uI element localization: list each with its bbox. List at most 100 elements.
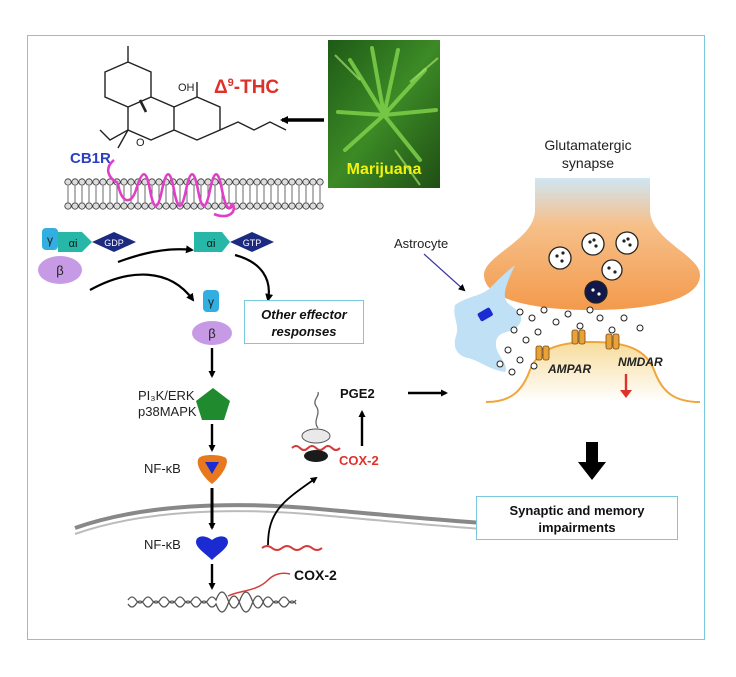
lipid-head — [239, 178, 247, 186]
astrocyte-pointer — [423, 253, 466, 292]
lipid-head — [239, 202, 247, 210]
lipid-head — [295, 178, 303, 186]
ribosome — [291, 391, 341, 462]
synapse-title-line2: synapse — [562, 155, 614, 171]
lipid-head — [127, 178, 135, 186]
beta-subunit-2 — [192, 321, 232, 345]
cox2-mrna-strand — [261, 545, 323, 551]
effector-line-1: Other effector — [261, 307, 347, 322]
outcome-arrow — [578, 442, 606, 480]
lipid-head — [267, 178, 275, 186]
lipid-head — [71, 202, 79, 210]
lipid-head — [155, 178, 163, 186]
lipid-head — [302, 202, 310, 210]
gamma-label: γ — [47, 233, 53, 247]
lipid-head — [106, 202, 114, 210]
lipid-head — [274, 178, 282, 186]
gamma-label-2: γ — [208, 295, 214, 309]
postsynaptic-spine — [485, 340, 701, 403]
alpha-label: αi — [69, 238, 78, 250]
kinase-pentagon — [196, 388, 230, 420]
thc-label: Δ9-THC — [214, 77, 279, 98]
lipid-head — [169, 202, 177, 210]
lipid-head — [190, 202, 198, 210]
effector-line-2: responses — [271, 324, 337, 339]
cox2-transcript — [227, 572, 291, 597]
lipid-head — [71, 178, 79, 186]
lipid-head — [288, 178, 296, 186]
lipid-head — [246, 178, 254, 186]
alpha-gtp-complex: αi GTP — [194, 232, 274, 252]
alpha-subunit — [58, 232, 92, 252]
lipid-head — [288, 202, 296, 210]
thc-delta-symbol: Δ — [214, 77, 228, 98]
lipid-head — [120, 202, 128, 210]
lipid-head — [218, 202, 226, 210]
lipid-head — [99, 202, 107, 210]
pge2-label: PGE2 — [340, 386, 375, 401]
lipid-head — [260, 178, 268, 186]
cb1r-receptor-helices — [106, 158, 235, 218]
lipid-head — [99, 178, 107, 186]
cb1r-label: CB1R — [70, 150, 111, 167]
lipid-head — [267, 202, 275, 210]
lipid-head — [295, 202, 303, 210]
lipid-head — [127, 202, 135, 210]
synaptic-vesicles — [548, 231, 639, 304]
lipid-head — [232, 178, 240, 186]
nmdar-receptor — [605, 333, 620, 350]
lipid-head — [85, 202, 93, 210]
lipid-head — [274, 202, 282, 210]
synapse-title-line1: Glutamatergic — [544, 137, 631, 153]
gamma-subunit — [42, 228, 58, 250]
lipid-head — [64, 178, 72, 186]
marijuana-label: Marijuana — [347, 161, 422, 178]
lipid-head — [106, 178, 114, 186]
thc-name: -THC — [234, 77, 280, 98]
lipid-head — [316, 202, 324, 210]
gdp-label: GDP — [104, 238, 124, 248]
synaptic-memory-impairments-box: Synaptic and memory impairments — [476, 496, 678, 540]
lipid-head — [197, 178, 205, 186]
alpha-gtp-label: αi — [207, 238, 216, 250]
lipid-head — [120, 178, 128, 186]
lipid-head — [92, 178, 100, 186]
lipid-head — [92, 202, 100, 210]
dissociation-arrow-alpha — [117, 245, 194, 264]
nfkb-nuclear-label: NF-κB — [144, 537, 181, 552]
beta-label-2: β — [208, 326, 215, 341]
thc-superscript: 9 — [228, 77, 234, 89]
cell-membrane — [64, 178, 324, 210]
lipid-head — [211, 202, 219, 210]
lipid-head — [253, 202, 261, 210]
dna-strand — [127, 591, 297, 609]
lipid-head — [281, 202, 289, 210]
lipid-head — [316, 178, 324, 186]
thc-structure — [99, 46, 287, 149]
lipid-head — [253, 178, 261, 186]
lipid-head — [260, 202, 268, 210]
oxygen-label: O — [136, 137, 145, 149]
beta-subunit — [38, 256, 82, 284]
lipid-head — [78, 202, 86, 210]
beta-gamma-complex: γ β — [192, 290, 232, 345]
gamma-subunit-2 — [203, 290, 219, 312]
nfkb-label: NF-κB — [144, 461, 181, 476]
astrocyte-label: Astrocyte — [394, 236, 448, 251]
lipid-head — [78, 178, 86, 186]
effector-arrow — [234, 253, 274, 302]
lipid-head — [113, 202, 121, 210]
ampar-label: AMPAR — [547, 362, 591, 376]
lipid-head — [64, 202, 72, 210]
gtp-label: GTP — [243, 238, 262, 248]
g-protein-heterotrimer: β γ αi GDP — [38, 228, 136, 284]
kinase-label-1: PI₃K/ERK — [138, 388, 195, 403]
lipid-head — [141, 202, 149, 210]
marijuana-photo: Marijuana — [328, 40, 440, 188]
dissociation-arrow-beta-gamma — [89, 273, 195, 302]
lipid-head — [309, 178, 317, 186]
lipid-head — [302, 178, 310, 186]
nfkb-nuclear-heart — [196, 536, 228, 560]
other-effector-responses-box: Other effector responses — [244, 300, 364, 344]
